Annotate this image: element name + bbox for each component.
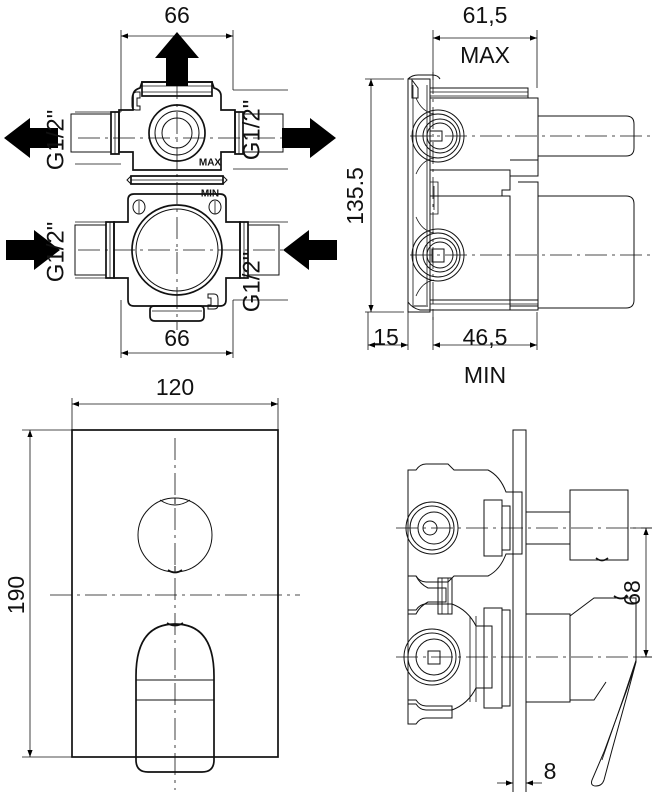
view-trim-plate-front: 120 190 xyxy=(3,374,300,790)
diverter-knob xyxy=(137,497,213,574)
trim-plate-side-outline xyxy=(512,429,527,792)
dim-plate-thickness-label: 8 xyxy=(544,758,557,784)
diverter-cap-side xyxy=(501,489,629,562)
port-label-left-upper: G1/2" xyxy=(42,110,69,171)
valve-body-divider xyxy=(126,175,228,185)
dim-plate-thickness-8: 8 xyxy=(497,748,556,790)
lever-handle-front xyxy=(135,622,215,773)
view-trim-plate-side: 68 8 xyxy=(396,429,652,792)
dim-height-1355-label: 135.5 xyxy=(342,167,368,225)
dim-trim-height-label: 190 xyxy=(3,576,29,614)
valve-body-upper-block xyxy=(70,81,284,171)
dim-height-1355: 135.5 xyxy=(342,78,404,313)
flow-arrow-left-lower-in xyxy=(283,230,337,270)
valve-body-lower-block xyxy=(74,193,280,322)
view-valve-body-side-section: 61,5 MAX 135.5 15 46,5 MIN xyxy=(342,2,650,388)
dim-top-width-label: 66 xyxy=(164,2,190,28)
dim-lever-offset-68: 68 xyxy=(619,527,652,658)
dim-bottom-15-465-min: 15 46,5 MIN xyxy=(367,312,538,388)
dim-min-note-label: MIN xyxy=(464,362,506,388)
dim-max-note-label: MAX xyxy=(460,42,510,68)
dim-trim-height-190: 190 xyxy=(3,429,74,758)
dim-lever-offset-label: 68 xyxy=(619,580,645,606)
port-label-left-lower: G1/2" xyxy=(42,222,69,283)
centerlines-trim-side xyxy=(396,527,652,658)
valve-body-section-geometry xyxy=(407,74,635,313)
flow-arrow-right-upper xyxy=(282,118,336,158)
centerlines-front-view xyxy=(78,42,285,330)
flow-arrow-left-upper xyxy=(4,118,58,158)
centerlines-trim-front xyxy=(50,438,300,790)
dim-top-615-max: 61,5 MAX xyxy=(432,2,538,88)
flow-arrow-right-lower-in xyxy=(6,230,60,270)
flow-arrow-up xyxy=(155,32,199,86)
dim-bottom-15-label: 15 xyxy=(373,324,399,350)
dim-bottom-465-label: 46,5 xyxy=(463,324,508,350)
dim-bottom-66: 66 xyxy=(120,300,234,358)
dim-trim-width-120: 120 xyxy=(71,374,279,432)
max-mark-label: MAX xyxy=(199,158,222,169)
min-mark-label: MIN xyxy=(201,189,219,200)
dim-trim-width-label: 120 xyxy=(156,374,194,400)
lever-handle-side xyxy=(501,595,637,787)
port-label-top-right: G1/2" xyxy=(238,100,265,161)
dim-top-width-615-label: 61,5 xyxy=(463,2,508,28)
view-valve-body-front: 66 66 xyxy=(4,2,337,358)
valve-body-side-small xyxy=(403,463,523,725)
port-label-bottom-right: G1/2" xyxy=(238,252,265,313)
